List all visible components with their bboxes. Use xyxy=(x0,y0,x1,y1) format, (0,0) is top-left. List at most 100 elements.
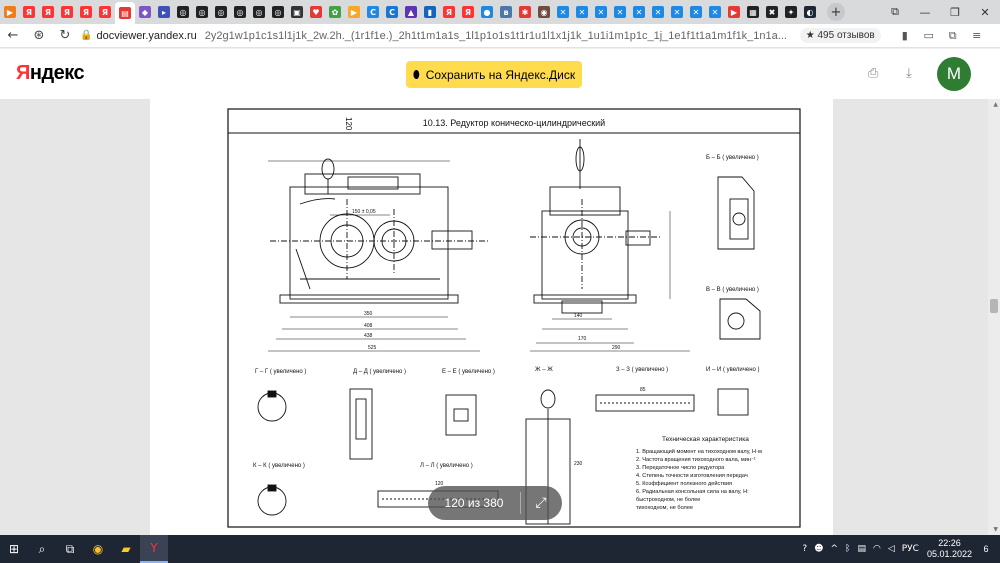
browser-tab[interactable]: ◎ xyxy=(174,3,192,21)
browser-tab[interactable]: ◎ xyxy=(231,3,249,21)
close-icon[interactable]: ✕ xyxy=(980,5,990,19)
forward-icon: ▶ xyxy=(4,6,16,18)
url-host[interactable]: docviewer.yandex.ru xyxy=(96,29,197,42)
youtube-icon: ▶ xyxy=(728,6,740,18)
minimize-icon[interactable]: — xyxy=(919,5,931,19)
yandex-browser-icon[interactable]: Y xyxy=(140,535,168,563)
reviews-badge[interactable]: ★ 495 отзывов xyxy=(799,28,881,43)
maximize-icon[interactable]: ❐ xyxy=(950,5,960,19)
dim-438: 438 xyxy=(364,333,373,339)
avatar[interactable]: М xyxy=(937,57,971,91)
browser-tab[interactable]: Я xyxy=(39,3,57,21)
browser-tab[interactable]: ▤ xyxy=(115,2,135,24)
menu-icon[interactable]: ≡ xyxy=(972,29,982,42)
browser-tab[interactable]: ◆ xyxy=(136,3,154,21)
language-indicator[interactable]: РУС xyxy=(901,544,919,554)
browser-tab[interactable]: ✕ xyxy=(554,3,572,21)
heart-icon: ♥ xyxy=(310,6,322,18)
c-icon: C xyxy=(367,6,379,18)
browser-tab[interactable]: ✿ xyxy=(326,3,344,21)
chrome-icon[interactable]: ◉ xyxy=(92,542,104,556)
tray-arrow-icon[interactable]: ^ xyxy=(830,544,839,554)
scroll-thumb[interactable] xyxy=(990,299,998,313)
browser-tab[interactable]: ✕ xyxy=(573,3,591,21)
yandex-logo[interactable]: Яндекс xyxy=(16,62,85,85)
browser-tab[interactable]: ▶ xyxy=(1,3,19,21)
browser-tab[interactable]: ✦ xyxy=(782,3,800,21)
scroll-up-icon[interactable]: ▲ xyxy=(993,101,998,108)
browser-tab[interactable]: ▦ xyxy=(744,3,762,21)
page-indicator[interactable]: 120 из 380 ⤢ xyxy=(428,486,562,520)
browser-tab[interactable]: в xyxy=(497,3,515,21)
document-viewer[interactable]: 10.13. Редуктор коническо-цилиндрический xyxy=(0,99,1000,535)
save-to-disk-button[interactable]: ⬮ Сохранить на Яндекс.Диск xyxy=(406,61,582,88)
browser-tab[interactable]: Я xyxy=(459,3,477,21)
browser-tab[interactable]: ▸ xyxy=(155,3,173,21)
extensions-icon[interactable]: ⧉ xyxy=(948,28,957,42)
yandex-icon: Я xyxy=(443,6,455,18)
browser-tab[interactable]: ◎ xyxy=(269,3,287,21)
reload-icon[interactable]: ↻ xyxy=(59,28,71,43)
notifications-badge[interactable]: 6 xyxy=(983,544,989,554)
new-tab-button[interactable]: + xyxy=(827,3,845,21)
task-view-icon[interactable]: ⧉ xyxy=(65,541,75,556)
scrollbar[interactable]: ▲ ▼ xyxy=(988,99,1000,535)
browser-tab[interactable]: Я xyxy=(77,3,95,21)
browser-tab[interactable]: ◎ xyxy=(212,3,230,21)
windows-start-icon[interactable]: ⊞ xyxy=(8,542,20,556)
browser-tab[interactable]: ▶ xyxy=(345,3,363,21)
browser-tab[interactable]: Я xyxy=(440,3,458,21)
battery-icon[interactable]: ▭ xyxy=(923,29,934,42)
bluetooth-icon[interactable]: ᛒ xyxy=(845,544,851,554)
browser-tab[interactable]: ✕ xyxy=(649,3,667,21)
bug-icon: ✱ xyxy=(519,6,531,18)
yandex-icon: Я xyxy=(61,6,73,18)
fullscreen-icon[interactable]: ⤢ xyxy=(535,495,547,511)
browser-tab[interactable]: ▣ xyxy=(288,3,306,21)
print-icon[interactable]: ⎙ xyxy=(868,66,879,81)
yandex-mask-icon[interactable]: ⊛ xyxy=(33,28,45,43)
tech-line-4: 4. Степень точности изготовления передач xyxy=(636,473,748,479)
clock[interactable]: 22:26 05.01.2022 xyxy=(927,538,972,560)
back-icon[interactable]: ← xyxy=(7,28,19,43)
browser-tab[interactable]: ● xyxy=(478,3,496,21)
browser-tab[interactable]: ♥ xyxy=(307,3,325,21)
dim-85: 85 xyxy=(640,387,646,393)
browser-tab[interactable]: C xyxy=(364,3,382,21)
browser-tab[interactable]: ◎ xyxy=(250,3,268,21)
browser-tab[interactable]: ✕ xyxy=(706,3,724,21)
browser-tab[interactable]: ✕ xyxy=(611,3,629,21)
bookmark-icon[interactable]: ▮ xyxy=(901,29,908,42)
browser-tab[interactable]: Я xyxy=(96,3,114,21)
browser-tab[interactable]: ◐ xyxy=(801,3,819,21)
tech-line-1: 1. Вращающий момент на тихоходном валу, … xyxy=(636,448,762,455)
browser-tab[interactable]: C xyxy=(383,3,401,21)
browser-tab[interactable]: ▶ xyxy=(725,3,743,21)
browser-tab[interactable]: ▲ xyxy=(402,3,420,21)
search-icon[interactable]: ⌕ xyxy=(38,541,46,556)
scroll-down-icon[interactable]: ▼ xyxy=(993,526,998,533)
lock-icon[interactable]: 🔒 xyxy=(80,30,93,41)
browser-tab[interactable]: ✕ xyxy=(687,3,705,21)
wifi-icon[interactable]: ◠ xyxy=(872,544,881,554)
browser-tab[interactable]: ◎ xyxy=(193,3,211,21)
browser-tab[interactable]: ✕ xyxy=(668,3,686,21)
volume-icon[interactable]: ◁ xyxy=(887,544,895,554)
network-icon[interactable]: ▤ xyxy=(857,544,866,554)
label-zz: З – З ( увеличено ) xyxy=(616,367,668,373)
help-icon[interactable]: ? xyxy=(802,544,808,554)
browser-tab[interactable]: ✕ xyxy=(630,3,648,21)
download-icon[interactable]: ⤓ xyxy=(906,66,912,81)
browser-tab[interactable]: Я xyxy=(58,3,76,21)
file-explorer-icon[interactable]: ▰ xyxy=(121,542,131,556)
browser-tab[interactable]: ✖ xyxy=(763,3,781,21)
tab-manager-icon[interactable]: ⧉ xyxy=(891,5,899,18)
dim-290: 290 xyxy=(612,345,621,351)
url-path[interactable]: 2y2g1w1p1c1s1l1j1k_2w.2h._(1r1f1e.)_2h1t… xyxy=(204,29,787,42)
browser-tab[interactable]: ▮ xyxy=(421,3,439,21)
browser-tab[interactable]: ◉ xyxy=(535,3,553,21)
browser-tab[interactable]: Я xyxy=(20,3,38,21)
browser-tab[interactable]: ✱ xyxy=(516,3,534,21)
browser-tab[interactable]: ✕ xyxy=(592,3,610,21)
people-icon[interactable]: ☻ xyxy=(814,544,824,554)
